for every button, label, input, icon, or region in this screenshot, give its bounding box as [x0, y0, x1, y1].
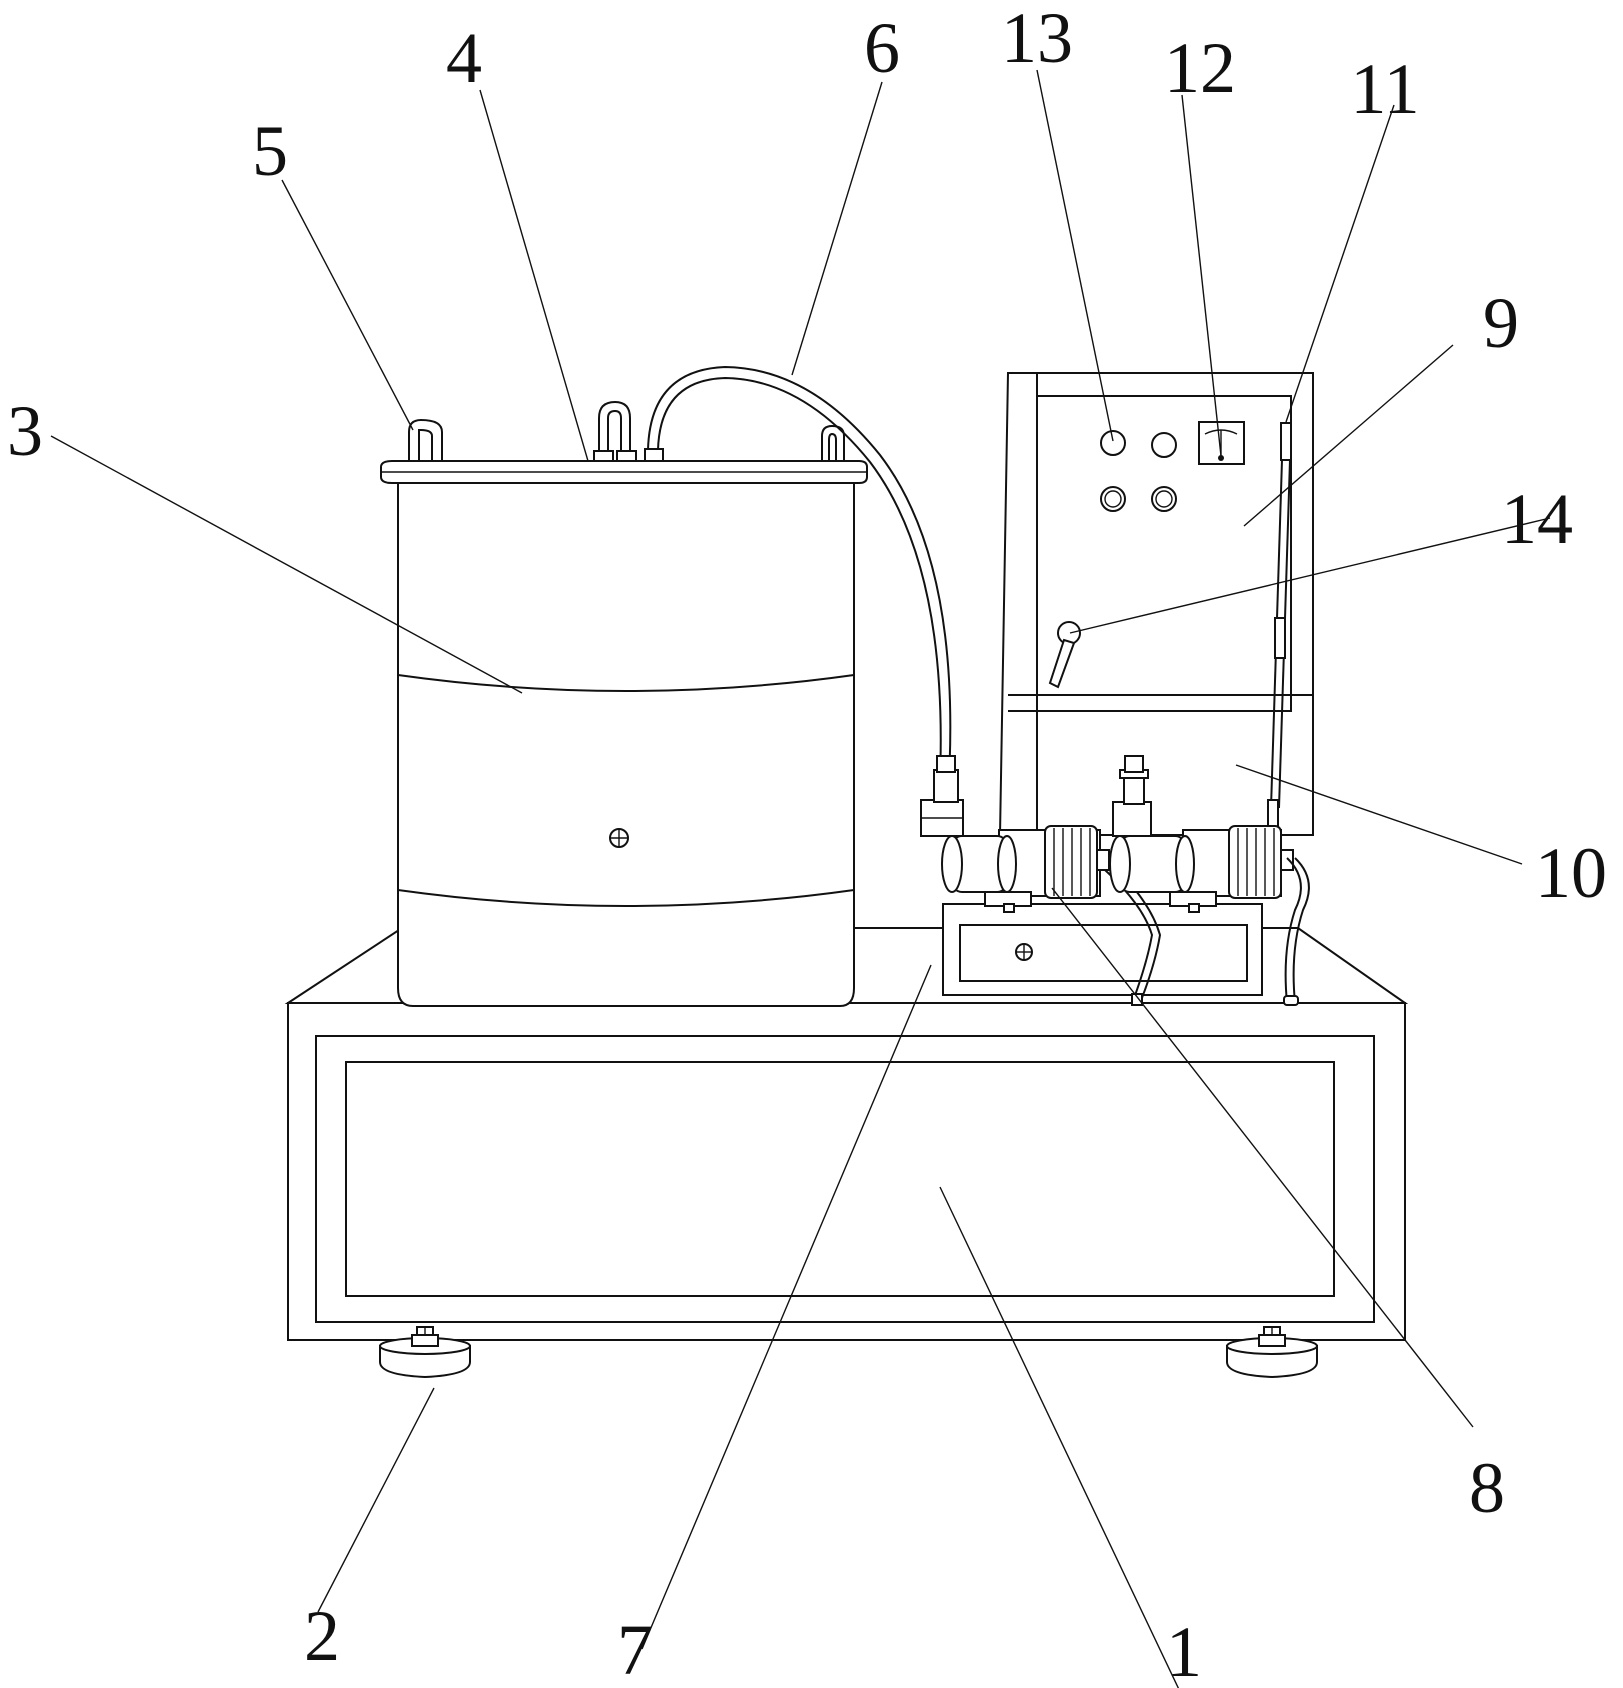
leader-6 — [791, 81, 883, 376]
base-outer-frame — [315, 1035, 1375, 1323]
label-4: 4 — [446, 18, 482, 98]
cabinet-side-face — [998, 372, 1038, 836]
pump-base — [942, 903, 1263, 996]
lid-handle-right — [821, 424, 845, 462]
label-3: 3 — [7, 391, 43, 471]
tank-band-upper — [397, 674, 855, 692]
reference-numerals: 1 2 3 4 5 6 7 8 9 10 11 12 13 14 — [7, 0, 1607, 1688]
base-inner-panel — [345, 1061, 1335, 1297]
hose — [647, 365, 952, 779]
leader-7 — [641, 964, 932, 1650]
leader-3 — [50, 435, 523, 694]
pump-right — [1109, 755, 1310, 1006]
lid-handle-left — [408, 418, 443, 462]
leader-2 — [317, 1387, 435, 1613]
foot-right — [1226, 1326, 1318, 1379]
label-10: 10 — [1535, 833, 1607, 913]
u-bend-pipe — [593, 400, 637, 462]
tank-body — [397, 482, 855, 1007]
leader-14 — [1069, 517, 1551, 634]
pump-base-box — [942, 903, 1263, 996]
label-8: 8 — [1469, 1448, 1505, 1528]
button-top-right — [1151, 432, 1177, 458]
label-6: 6 — [864, 8, 900, 88]
leader-lines — [50, 69, 1551, 1688]
pump-left — [920, 755, 1162, 1006]
label-7: 7 — [617, 1610, 653, 1688]
leader-9 — [1243, 344, 1454, 527]
leader-12 — [1181, 94, 1222, 457]
button-top-left — [1100, 430, 1126, 456]
leader-8 — [1051, 887, 1474, 1428]
control-cabinet — [998, 372, 1314, 836]
label-1: 1 — [1166, 1612, 1202, 1688]
label-2: 2 — [304, 1596, 340, 1676]
leader-5 — [281, 179, 414, 431]
label-11: 11 — [1350, 49, 1419, 129]
vertical-pipe — [1267, 422, 1292, 831]
gauge-meter — [1198, 421, 1245, 465]
base-front-face — [287, 1002, 1406, 1341]
label-12: 12 — [1164, 28, 1236, 108]
leader-1 — [939, 1186, 1180, 1688]
leader-13 — [1036, 69, 1114, 442]
label-9: 9 — [1483, 283, 1519, 363]
tank-band-lower — [397, 889, 855, 907]
label-14: 14 — [1501, 479, 1573, 559]
label-13: 13 — [1001, 0, 1073, 78]
leader-4 — [479, 89, 589, 462]
door-handle — [1048, 621, 1081, 689]
leader-11 — [1285, 104, 1395, 423]
label-5: 5 — [252, 111, 288, 191]
leader-10 — [1235, 764, 1523, 865]
foot-left — [379, 1326, 471, 1379]
tank — [380, 400, 868, 1007]
